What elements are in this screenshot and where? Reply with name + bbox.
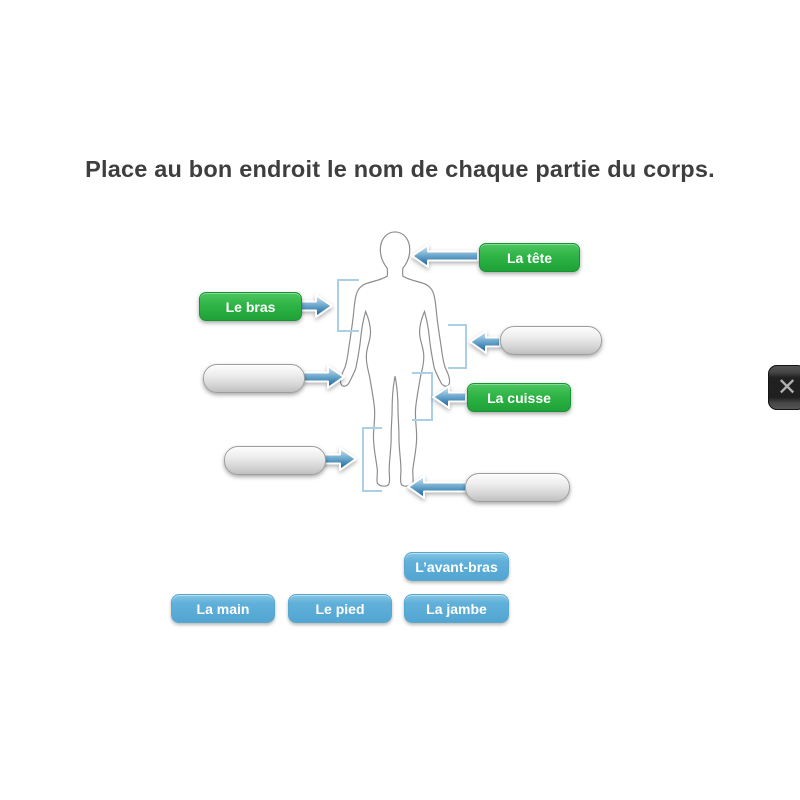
empty-slot-forearm[interactable] xyxy=(500,326,602,355)
arrow-to-upper-arm-icon xyxy=(298,294,333,318)
arrow-to-thigh-icon xyxy=(432,385,467,409)
close-icon: ✕ xyxy=(776,374,798,401)
bank-chip-main[interactable]: La main xyxy=(171,594,275,623)
dropzone-bracket-thigh xyxy=(412,372,433,421)
placed-label-arm[interactable]: Le bras xyxy=(199,292,302,321)
empty-slot-hand[interactable] xyxy=(203,364,305,393)
empty-slot-foot[interactable] xyxy=(465,473,570,502)
page-title: Place au bon endroit le nom de chaque pa… xyxy=(85,156,715,182)
empty-slot-leg[interactable] xyxy=(224,446,326,475)
bank-chip-pied[interactable]: Le pied xyxy=(288,594,392,623)
bank-chip-avant-bras[interactable]: L’avant-bras xyxy=(404,552,509,581)
dropzone-bracket-forearm xyxy=(448,324,467,369)
bank-chip-jambe[interactable]: La jambe xyxy=(404,594,509,623)
close-button[interactable]: ✕ xyxy=(768,365,800,410)
arrow-to-head-icon xyxy=(411,244,479,268)
dropzone-bracket-leg xyxy=(362,427,382,492)
arrow-to-leg-icon xyxy=(322,447,357,471)
arrow-to-foot-icon xyxy=(407,475,467,499)
placed-label-thigh[interactable]: La cuisse xyxy=(467,383,571,412)
dropzone-bracket-upper-arm xyxy=(337,279,359,332)
arrow-to-forearm-icon xyxy=(469,330,501,354)
arrow-to-hand-icon xyxy=(302,365,345,389)
body-figure xyxy=(339,231,451,487)
placed-label-head[interactable]: La tête xyxy=(479,243,580,272)
